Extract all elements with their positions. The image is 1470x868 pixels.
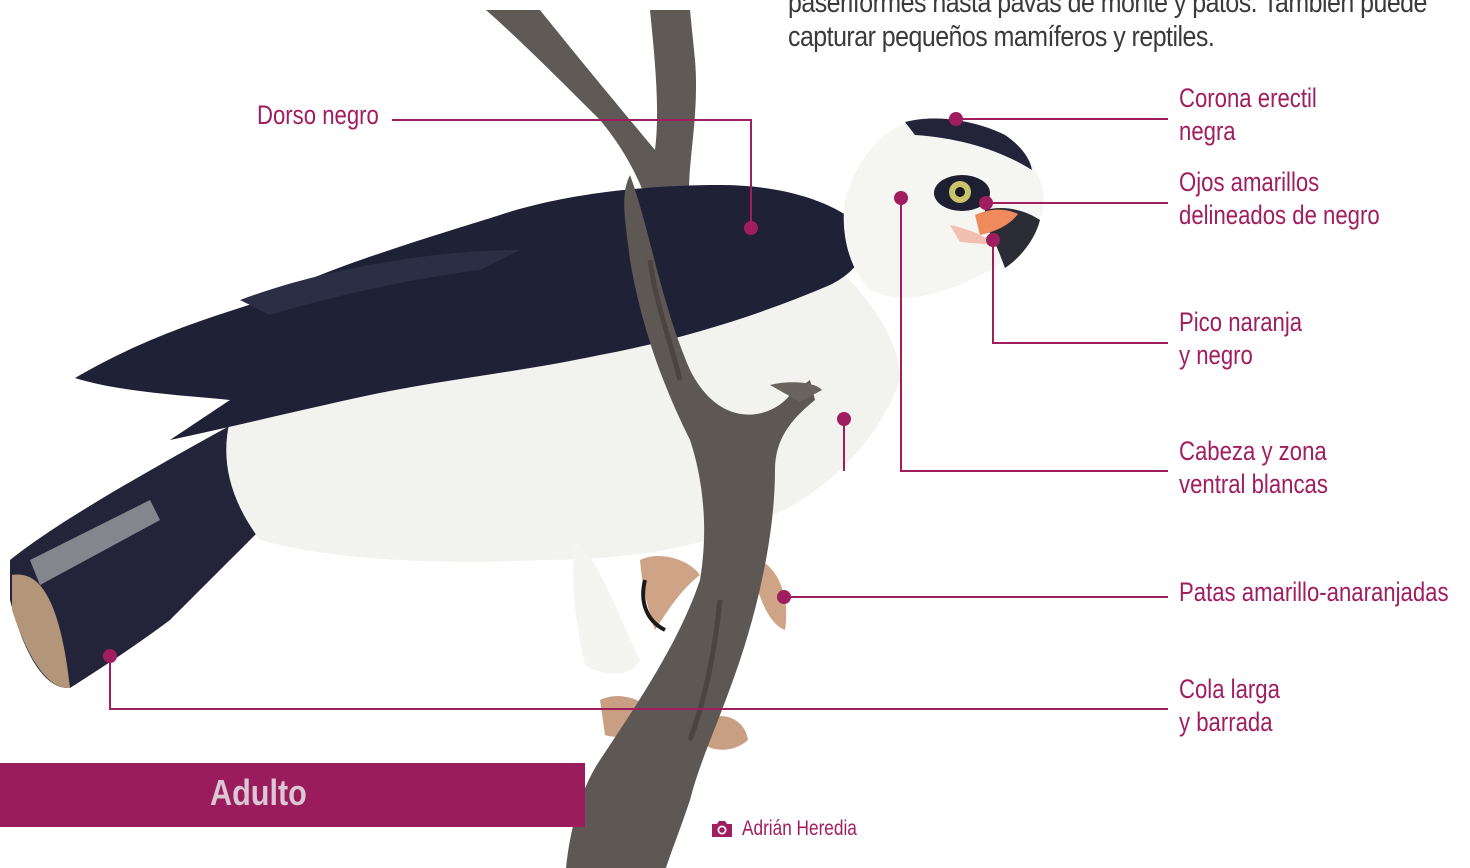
- intro-line-1: paseriformes hasta pavas de monte y pato…: [788, 0, 1373, 20]
- label-dorso: Dorso negro: [257, 99, 379, 132]
- callout-dot-pico: [986, 233, 1000, 247]
- label-cola-line-1: Cola larga: [1179, 673, 1280, 706]
- intro-line-2: capturar pequeños mamíferos y reptiles.: [788, 20, 1373, 54]
- label-cola: Cola larga y barrada: [1179, 673, 1280, 739]
- callout-dot-patas: [777, 590, 791, 604]
- photo-credit-text: Adrián Heredia: [742, 817, 857, 841]
- label-cola-line-2: y barrada: [1179, 706, 1280, 739]
- callout-dot-dorso: [744, 221, 758, 235]
- label-dorso-text: Dorso negro: [257, 99, 379, 132]
- label-patas-text: Patas amarillo-anaranjadas: [1179, 576, 1449, 609]
- label-corona-line-1: Corona erectil: [1179, 82, 1317, 115]
- photo-credit: Adrián Heredia: [710, 816, 882, 842]
- callout-dot-cabeza: [894, 191, 908, 205]
- label-cabeza-line-1: Cabeza y zona: [1179, 435, 1328, 468]
- callout-dot-ojos: [979, 196, 993, 210]
- label-ojos: Ojos amarillos delineados de negro: [1179, 166, 1380, 232]
- camera-icon: [710, 819, 734, 839]
- bird-photo: [10, 118, 1044, 750]
- label-ojos-line-2: delineados de negro: [1179, 199, 1380, 232]
- branch: [486, 10, 696, 210]
- label-pico-line-2: y negro: [1179, 339, 1302, 372]
- label-pico: Pico naranja y negro: [1179, 306, 1302, 372]
- label-corona: Corona erectil negra: [1179, 82, 1317, 148]
- label-cabeza: Cabeza y zona ventral blancas: [1179, 435, 1328, 501]
- label-corona-line-2: negra: [1179, 115, 1317, 148]
- label-cabeza-line-2: ventral blancas: [1179, 468, 1328, 501]
- label-pico-line-1: Pico naranja: [1179, 306, 1302, 339]
- intro-text: paseriformes hasta pavas de monte y pato…: [788, 0, 1373, 54]
- label-patas: Patas amarillo-anaranjadas: [1179, 576, 1449, 609]
- callout-dot-corona: [949, 112, 963, 126]
- label-ojos-line-1: Ojos amarillos: [1179, 166, 1380, 199]
- callout-dot-cola: [103, 649, 117, 663]
- stage-label: Adulto: [210, 771, 307, 815]
- callout-dot-vientre: [837, 412, 851, 426]
